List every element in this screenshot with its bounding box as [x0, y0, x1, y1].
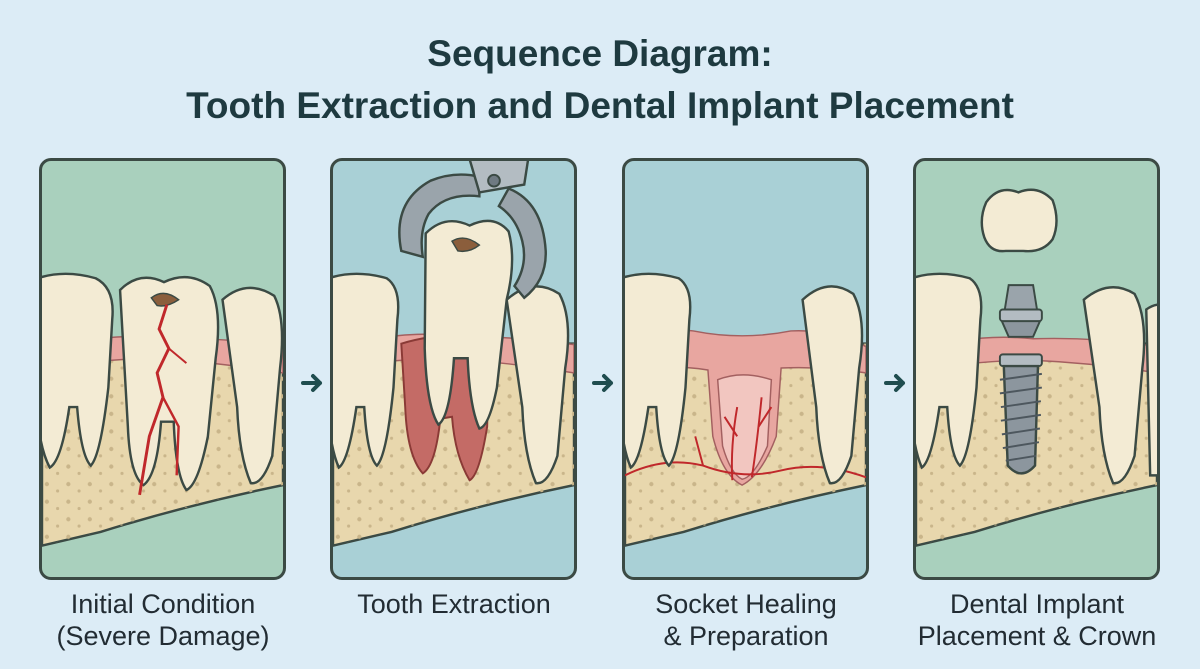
- step-2-panel: [330, 158, 577, 580]
- neighbor-tooth-left: [42, 272, 114, 470]
- cracked-tooth-illustration: [42, 272, 283, 547]
- step-4-panel: [913, 158, 1160, 580]
- step-4-caption-line-2: Placement & Crown: [917, 621, 1157, 651]
- step-2-caption: Tooth Extraction: [304, 588, 604, 620]
- arrow-right-icon: [301, 374, 322, 392]
- implant-screw-icon: [998, 353, 1043, 475]
- implant-illustration: [916, 188, 1157, 547]
- extraction-illustration: [333, 161, 574, 547]
- title-line-2: Tooth Extraction and Dental Implant Plac…: [186, 85, 1014, 126]
- step-2-caption-line-1: Tooth Extraction: [357, 589, 551, 619]
- abutment-icon: [998, 284, 1043, 338]
- neighbor-tooth-right: [221, 286, 283, 485]
- step-3-caption-line-1: Socket Healing: [655, 589, 837, 619]
- step-3-caption-line-2: & Preparation: [663, 621, 829, 651]
- step-3-caption: Socket Healing & Preparation: [596, 588, 896, 652]
- step-4-caption: Dental Implant Placement & Crown: [887, 588, 1187, 652]
- title-line-1: Sequence Diagram:: [427, 33, 773, 74]
- arrow-right-icon: [884, 374, 905, 392]
- extracted-tooth: [423, 219, 514, 430]
- step-1-panel: [39, 158, 286, 580]
- crown-icon: [980, 188, 1058, 253]
- step-1-caption-line-2: (Severe Damage): [56, 621, 270, 651]
- step-4-caption-line-1: Dental Implant: [949, 589, 1125, 619]
- socket-healing-illustration: [625, 272, 866, 547]
- step-3-panel: [622, 158, 869, 580]
- step-1-caption-line-1: Initial Condition: [70, 589, 256, 619]
- forceps-icon: [398, 161, 547, 300]
- arrow-right-icon: [592, 374, 613, 392]
- damaged-tooth: [118, 276, 220, 496]
- step-1-caption: Initial Condition (Severe Damage): [13, 588, 313, 652]
